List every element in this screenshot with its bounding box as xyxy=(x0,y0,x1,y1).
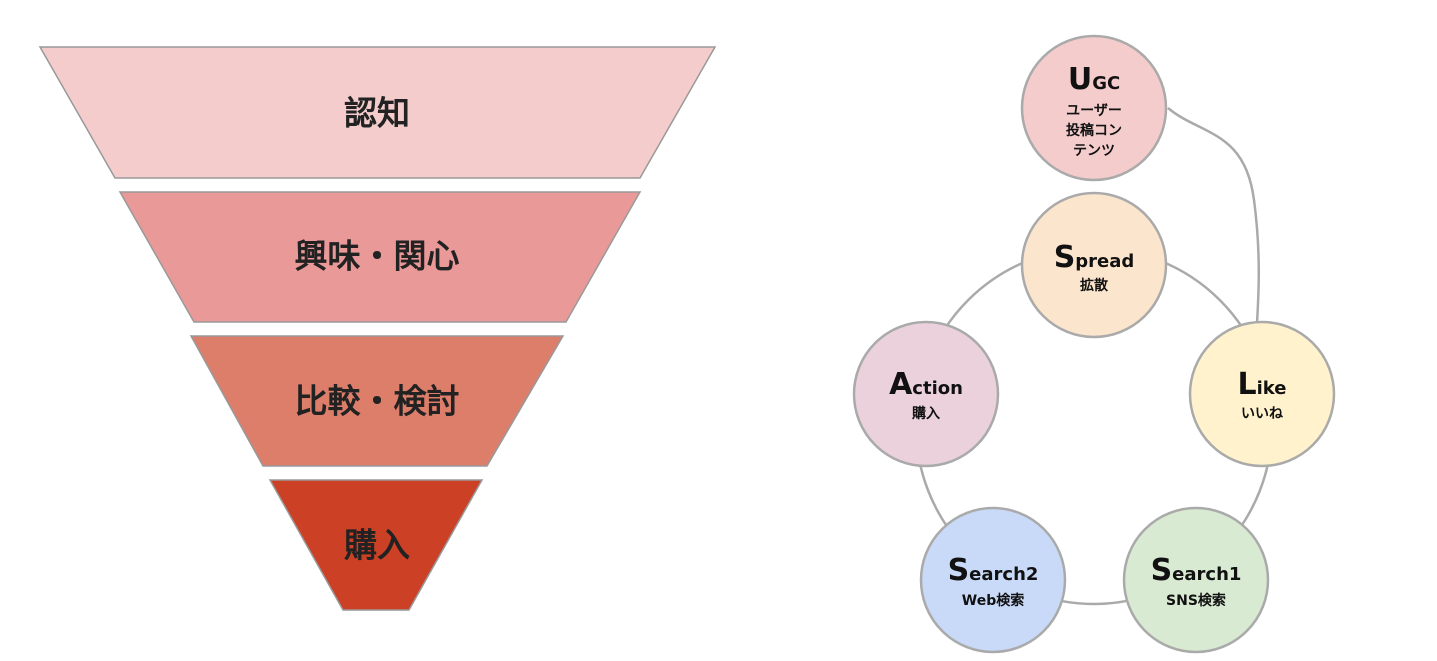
node-title-initial: S xyxy=(948,553,970,588)
node-subtitle: いいね xyxy=(1241,406,1283,422)
node-subtitle: テンツ xyxy=(1073,143,1115,159)
node-title-initial: S xyxy=(1054,240,1076,275)
funnel-stage-awareness: 認知 xyxy=(38,46,717,179)
node-circle xyxy=(919,506,1067,654)
node-subtitle: Web検索 xyxy=(962,592,1024,609)
node-subtitle: 投稿コン xyxy=(1066,122,1122,139)
cycle-node-spread: Spread 拡散 xyxy=(1020,191,1168,339)
node-circle xyxy=(1122,506,1270,654)
node-title: UGC xyxy=(1068,62,1120,97)
node-title-initial: A xyxy=(889,367,913,402)
funnel-stage-label: 比較・検討 xyxy=(295,382,460,421)
node-subtitle: 拡散 xyxy=(1080,277,1109,294)
node-title: Like xyxy=(1238,367,1287,402)
node-title-rest: earch1 xyxy=(1172,564,1241,585)
node-title: Search1 xyxy=(1151,553,1242,588)
cycle-node-search2: Search2 Web検索 xyxy=(919,506,1067,654)
funnel-stage-shape xyxy=(268,479,484,611)
node-title: Search2 xyxy=(948,553,1039,588)
node-title: Spread xyxy=(1054,240,1135,275)
cycle-node-like: Like いいね xyxy=(1188,320,1336,468)
cycle-node-action: Action 購入 xyxy=(852,320,1000,468)
cycle-node-search1: Search1 SNS検索 xyxy=(1122,506,1270,654)
funnel-stage-label: 購入 xyxy=(344,526,410,565)
funnel-stage-consideration: 比較・検討 xyxy=(189,335,565,467)
node-circle xyxy=(1020,191,1168,339)
funnel-stage-shape xyxy=(118,191,642,323)
node-circle xyxy=(1020,34,1168,182)
node-title-rest: ike xyxy=(1257,378,1287,399)
funnel-stage-purchase: 購入 xyxy=(268,479,484,611)
node-subtitle: SNS検索 xyxy=(1166,592,1226,609)
node-title-rest: pread xyxy=(1075,251,1134,272)
funnel-stage-interest: 興味・関心 xyxy=(118,191,642,323)
node-circle xyxy=(1188,320,1336,468)
ugc-to-like-connector xyxy=(1167,107,1261,341)
funnel-stage-shape xyxy=(38,46,717,179)
node-title-initial: L xyxy=(1238,367,1257,402)
funnel-stage-label: 興味・関心 xyxy=(295,237,460,276)
node-title-rest: GC xyxy=(1092,73,1120,94)
funnel-stage-label: 認知 xyxy=(344,94,410,133)
node-title-initial: U xyxy=(1068,62,1092,97)
funnel-stage-shape xyxy=(189,335,565,467)
node-circle xyxy=(852,320,1000,468)
node-title: Action xyxy=(889,367,963,402)
node-subtitle: ユーザー xyxy=(1066,103,1122,119)
node-subtitle: 購入 xyxy=(911,405,940,422)
node-title-rest: ction xyxy=(912,378,963,399)
node-title-rest: earch2 xyxy=(969,564,1038,585)
cycle-node-ugc: UGC ユーザー 投稿コン テンツ xyxy=(1020,34,1168,182)
node-title-initial: S xyxy=(1151,553,1173,588)
funnel: 認知 興味・関心 比較・検討 購入 xyxy=(38,46,717,611)
